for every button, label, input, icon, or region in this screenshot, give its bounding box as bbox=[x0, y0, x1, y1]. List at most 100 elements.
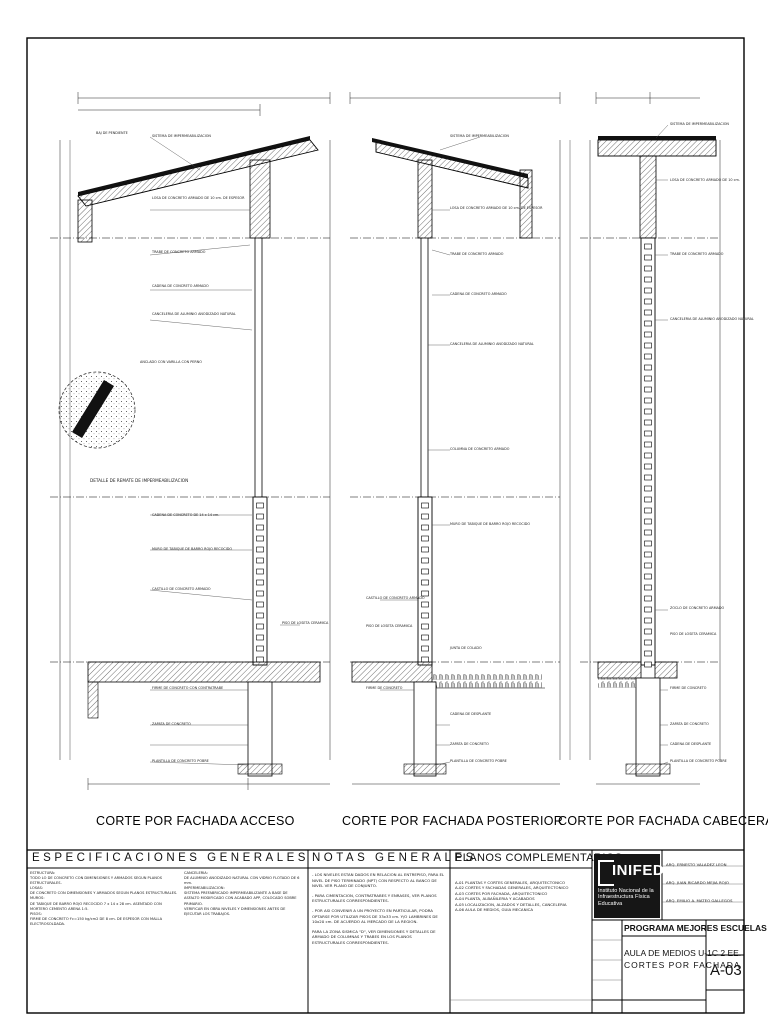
spec-line: FIRME DE CONCRETO f'c=150 kg/cm2 DE 8 cm… bbox=[30, 916, 163, 926]
block-course bbox=[644, 496, 652, 503]
block-course bbox=[421, 601, 429, 608]
block-course bbox=[644, 298, 652, 305]
block-course bbox=[644, 573, 652, 580]
block-course bbox=[644, 441, 652, 448]
block-course bbox=[644, 243, 652, 250]
label: MURO DE TABIQUE DE BARRO ROJO RECOCIDO bbox=[152, 547, 233, 551]
block-course bbox=[644, 595, 652, 602]
block-course bbox=[256, 557, 264, 564]
block-course bbox=[644, 540, 652, 547]
block-course bbox=[644, 463, 652, 470]
block-course bbox=[256, 513, 264, 520]
label: PISO DE LOSETA CERAMICA bbox=[366, 624, 413, 628]
planos-list: A-01 PLANTAS Y CORTES GENERALES, ARQUITE… bbox=[455, 880, 589, 912]
block-course bbox=[256, 612, 264, 619]
label: CANCELERIA DE ALUMINIO ANODIZADO NATURAL bbox=[670, 317, 754, 321]
label: SISTEMA DE IMPERMEABILIZACION bbox=[670, 122, 729, 126]
label: TRABE DE CONCRETO ARMADO bbox=[152, 250, 206, 254]
label: SISTEMA DE IMPERMEABILIZACION bbox=[450, 134, 509, 138]
label: CASTILLO DE CONCRETO ARMADO bbox=[366, 596, 425, 600]
section-title-acceso: CORTE POR FACHADA ACCESO bbox=[96, 814, 295, 828]
label: FIRME DE CONCRETO bbox=[670, 686, 707, 690]
notes-list: - LOS NIVELES ESTAN DADOS EN RELACION AL… bbox=[312, 872, 446, 946]
label: LOSA DE CONCRETO ARMADO DE 10 cm. DE ESP… bbox=[450, 206, 543, 210]
block-course bbox=[644, 507, 652, 514]
person-name: ARQ. JUAN RICARDO MEJIA ROJO bbox=[666, 880, 729, 885]
note-item: PARA LA ZONA SISMICA "D", VER DIMENSIONE… bbox=[312, 928, 436, 945]
block-course bbox=[421, 502, 429, 509]
label: DETALLE DE REMATE DE IMPERMEABILIZACION bbox=[90, 478, 189, 483]
note-item: - LOS NIVELES ESTAN DADOS EN RELACION AL… bbox=[312, 872, 445, 889]
label: SISTEMA DE IMPERMEABILIZACION bbox=[152, 134, 211, 138]
label: CADENA DE DESPLANTE bbox=[450, 712, 492, 716]
label: ZAPATA DE CONCRETO bbox=[152, 722, 191, 726]
spec-line: LOSAS: bbox=[30, 886, 44, 891]
label: CADENA DE DESPLANTE bbox=[670, 742, 712, 746]
block-course bbox=[421, 645, 429, 652]
label: LOSA DE CONCRETO ARMADO DE 10 cm. bbox=[670, 178, 740, 182]
block-course bbox=[421, 513, 429, 520]
block-course bbox=[644, 309, 652, 316]
block-course bbox=[421, 524, 429, 531]
label: MURO DE TABIQUE DE BARRO ROJO RECOCIDO bbox=[450, 522, 531, 526]
block-course bbox=[256, 568, 264, 575]
project-line2: CORTES POR FACHADA bbox=[624, 960, 741, 970]
planos-heading: PLANOS COMPLEMENTARIOS bbox=[455, 852, 623, 864]
block-course bbox=[644, 639, 652, 646]
trabe bbox=[519, 169, 533, 239]
block-course bbox=[644, 628, 652, 635]
block-course bbox=[256, 546, 264, 553]
firme-concreto bbox=[597, 661, 642, 679]
label: CADENA DE CONCRETO DE 14 x 14 cm. bbox=[152, 513, 220, 517]
roof-slab bbox=[375, 141, 529, 189]
plano-item: A-02 CORTES Y FACHADAS GENERALES, ARQUIT… bbox=[455, 885, 569, 891]
cimentacion bbox=[635, 677, 661, 777]
block-course bbox=[644, 584, 652, 591]
label: LOSA DE CONCRETO ARMADO DE 10 cm. DE ESP… bbox=[152, 196, 245, 200]
block-course bbox=[421, 557, 429, 564]
block-course bbox=[421, 546, 429, 553]
block-course bbox=[644, 375, 652, 382]
person-name: ARQ. ERNESTO VALADEZ LEON bbox=[666, 862, 727, 867]
section-acceso bbox=[50, 92, 331, 790]
block-course bbox=[644, 661, 652, 668]
block-course bbox=[421, 634, 429, 641]
spec-line: SISTEMA PREFABRICADO IMPERMEABILIZANTE A… bbox=[184, 891, 297, 906]
label: PISO DE LOSETA CERAMICA bbox=[670, 632, 717, 636]
label: CANCELERIA DE ALUMINIO ANODIZADO NATURAL bbox=[450, 342, 534, 346]
block-course bbox=[421, 623, 429, 630]
spec-line: VERIFICAR EN OBRA NIVELES Y DIMENSIONES … bbox=[184, 906, 286, 916]
block-course bbox=[421, 579, 429, 586]
spec-line: CANCELERIA: bbox=[184, 871, 208, 875]
block-course bbox=[644, 650, 652, 657]
sheet-number: A-03 bbox=[710, 962, 742, 979]
spec-line: MUROS: bbox=[30, 896, 45, 901]
block-course bbox=[644, 430, 652, 437]
block-course bbox=[644, 386, 652, 393]
block-course bbox=[644, 474, 652, 481]
label: ZOCLO DE CONCRETO ARMADO bbox=[670, 606, 725, 610]
firme-concreto bbox=[351, 661, 433, 683]
block-course bbox=[644, 408, 652, 415]
block-course bbox=[644, 419, 652, 426]
block-course bbox=[421, 590, 429, 597]
spec-line: IMPERMEABILIZACION: bbox=[184, 886, 225, 891]
label: ZAPATA DE CONCRETO bbox=[670, 722, 709, 726]
losa-cabecera bbox=[597, 139, 717, 157]
block-course bbox=[644, 518, 652, 525]
note-item: - PARA CIMENTACION, CONTRATRABES Y ENRAS… bbox=[312, 892, 437, 904]
block-course bbox=[256, 601, 264, 608]
block-course bbox=[644, 331, 652, 338]
cimentacion bbox=[413, 681, 437, 777]
block-course bbox=[256, 579, 264, 586]
block-course bbox=[256, 656, 264, 663]
section-posterior bbox=[349, 92, 571, 785]
block-course bbox=[644, 353, 652, 360]
block-course bbox=[644, 397, 652, 404]
plano-item: A-04 PLANTA, ALBAÑILERIA Y ACABADOS bbox=[455, 896, 535, 902]
label: TRABE DE CONCRETO ARMADO bbox=[450, 252, 504, 256]
label: ZAPATA DE CONCRETO bbox=[450, 742, 489, 746]
block-course bbox=[256, 590, 264, 597]
label: CADENA DE CONCRETO ARMADO bbox=[450, 292, 507, 296]
trabe bbox=[639, 155, 657, 239]
